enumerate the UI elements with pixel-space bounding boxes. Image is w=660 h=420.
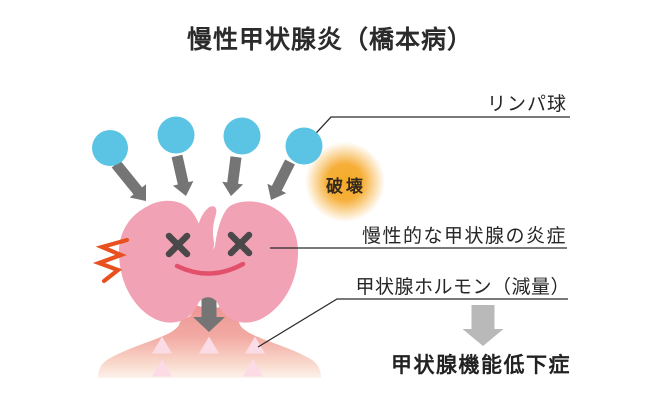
hormone-triangle	[199, 336, 219, 354]
hormone-triangle	[152, 359, 172, 377]
hormone-triangle	[152, 336, 172, 354]
hypothyroidism-label: 甲状腺機能低下症	[391, 354, 571, 377]
hormone-release-arrow	[193, 283, 225, 332]
lymphocyte-attack-arrow	[222, 156, 244, 196]
outcome-arrow	[462, 305, 504, 346]
inflammation-label: 慢性的な甲状腺の炎症	[361, 226, 567, 247]
lymphocyte-attack-arrow	[267, 159, 295, 200]
hormone-triangle	[245, 336, 265, 354]
lymphocyte-circle	[285, 127, 323, 165]
thyroid-lobes	[118, 200, 299, 323]
destruction-glow	[305, 142, 385, 222]
thyroid-face	[165, 231, 253, 276]
hormone-triangles	[152, 336, 265, 377]
lymphocytes	[92, 116, 323, 166]
hormone-reduced-label: 甲状腺ホルモン（減量）	[355, 277, 570, 298]
diagram-title: 慢性甲状腺炎（橋本病）	[186, 26, 473, 54]
hormone-connector-line	[257, 298, 568, 348]
lymphocyte-circle	[223, 117, 261, 155]
lymphocyte-label: リンパ球	[486, 94, 567, 115]
thyroid-shape	[118, 200, 299, 323]
lymphocyte-circle	[92, 130, 128, 166]
destruction-label: 破壊	[326, 177, 366, 196]
thyroid-frown	[174, 261, 246, 276]
lymphocyte-attack-arrow	[111, 160, 146, 201]
pain-spark-icon	[92, 237, 130, 284]
thyroid-eye-x-right	[227, 231, 253, 257]
lymphocyte-connector-line	[305, 116, 570, 145]
thyroid-pyramidal-lobe	[195, 206, 217, 252]
thyroid-eye-x-left	[165, 232, 191, 258]
hormone-triangle	[243, 359, 263, 377]
lymphocyte-circle	[157, 116, 195, 154]
lymphocyte-attack-arrow	[171, 154, 194, 196]
